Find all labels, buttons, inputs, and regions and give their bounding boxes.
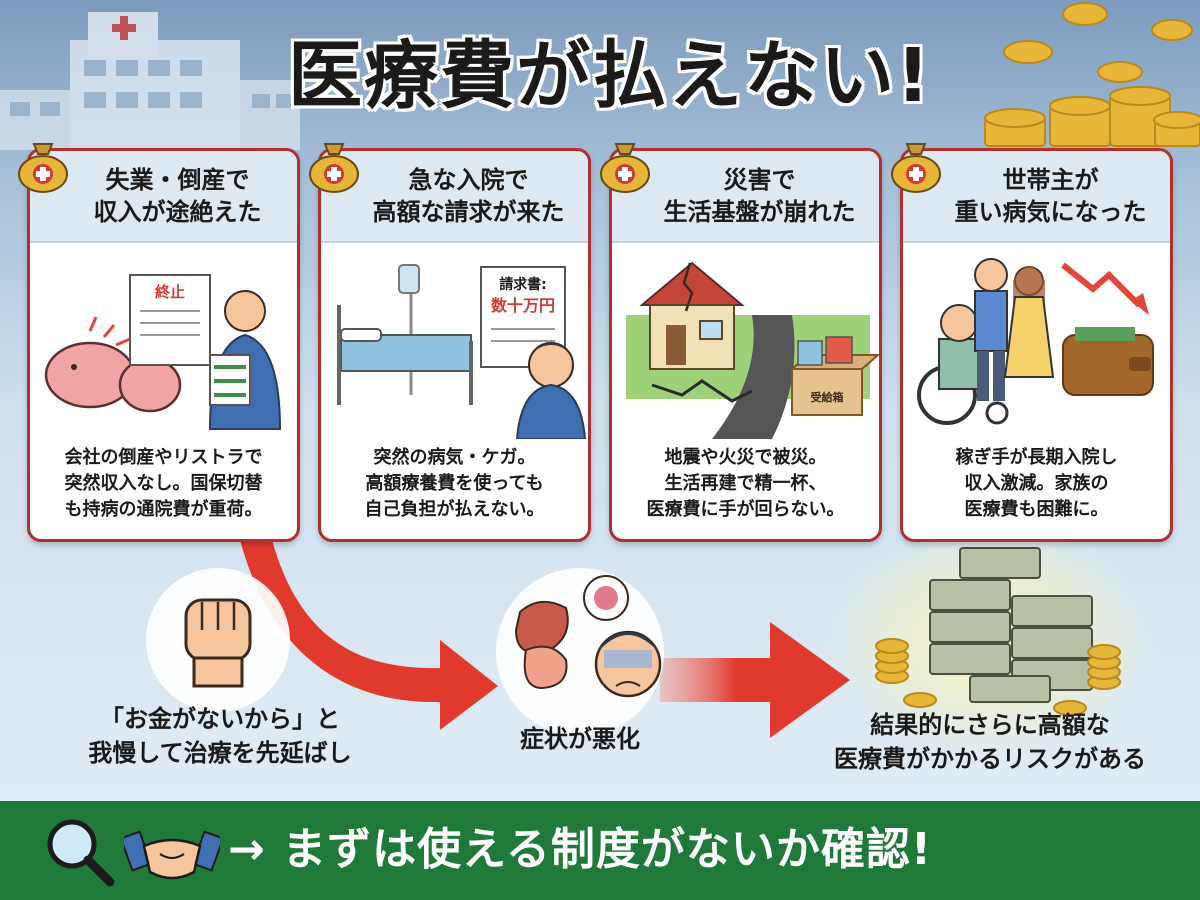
card-hospitalization: 急な入院で 高額な請求が来た 請求書: 数十万円 突然の病気・ケガ。 高額療養費…	[318, 148, 591, 542]
money-bag-icon	[891, 143, 941, 193]
card-description: 稼ぎ手が長期入院し 収入激減。家族の 医療費も困難に。	[955, 447, 1118, 520]
card-heading: 世帯主が 重い病気になった	[954, 166, 1147, 226]
card-description: 突然の病気・ケガ。 高額療養費を使っても 自己負担が払えない。	[364, 447, 545, 520]
card-disaster: 災害で 生活基盤が崩れた 受給箱 地震や火災で被災。 生活再建で精一杯、 医療費…	[609, 148, 882, 542]
card-heading: 急な入院で 高額な請求が来た	[372, 166, 565, 226]
card-header: 急な入院で 高額な請求が来た	[321, 151, 588, 243]
doc-amount: 数十万円	[491, 296, 555, 315]
card-header: 失業・倒産で 収入が途絶えた	[30, 151, 297, 243]
hospital-building-icon	[0, 12, 300, 150]
card-header: 世帯主が 重い病気になった	[903, 151, 1170, 243]
doc-label: 終止	[155, 283, 185, 301]
magnifier-icon	[47, 819, 115, 887]
banner-message: → まずは使える制度がないか確認!	[228, 824, 932, 875]
card-description: 地震や火災で被災。 生活再建で精一杯、 医療費に手が回らない。	[646, 447, 845, 520]
flow-arrow-1	[240, 540, 498, 730]
money-bag-icon	[600, 143, 650, 193]
card-description: 会社の倒産やリストラで 突然収入なし。国保切替 も持病の通院費が重荷。	[64, 447, 263, 520]
money-stacks-icon	[875, 547, 1121, 716]
card-heading: 失業・倒産で 収入が途絶えた	[93, 166, 262, 226]
hospital-bed-icon: 請求書: 数十万円	[337, 264, 587, 439]
fist-icon	[146, 568, 290, 712]
handshake-icon	[124, 830, 220, 880]
flow-step-delay-treatment: 「お金がないから」と 我慢して治療を先延ばし	[88, 705, 352, 767]
card-header: 災害で 生活基盤が崩れた	[612, 151, 879, 243]
page-title: 医療費が払えない!	[288, 33, 932, 119]
money-bag-icon	[309, 143, 359, 193]
box-label: 受給箱	[811, 390, 844, 404]
gold-coins-icon	[984, 2, 1200, 147]
doc-label: 請求書:	[499, 276, 547, 293]
damaged-house-icon: 受給箱	[626, 261, 879, 439]
piggy-bank-broken-icon: 終止	[44, 274, 282, 430]
flow-step-higher-cost-risk: 結果的にさらに高額な 医療費がかかるリスクがある	[834, 711, 1146, 773]
card-heading: 災害で 生活基盤が崩れた	[663, 166, 856, 226]
money-bag-icon	[18, 143, 68, 193]
sick-person-icon	[496, 568, 664, 736]
flow-step-symptoms-worsen: 症状が悪化	[520, 725, 640, 753]
wheelchair-family-icon	[917, 258, 1154, 425]
card-unemployment: 失業・倒産で 収入が途絶えた 終止 会社の倒産やリストラで 突然収入なし。国保切…	[27, 148, 300, 542]
flow-arrow-2	[660, 622, 850, 738]
card-breadwinner-illness: 世帯主が 重い病気になった 稼ぎ手が長期入院し 収入激減。家族の 医療費も困難に…	[900, 148, 1173, 542]
